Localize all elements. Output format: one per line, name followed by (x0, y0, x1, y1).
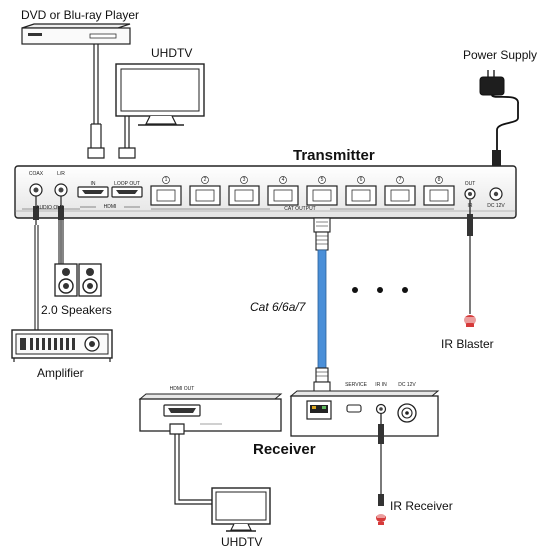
audio-cables (33, 196, 64, 330)
receiver-label: Receiver (253, 441, 316, 458)
power-supply-icon (479, 70, 519, 166)
tx-loop-out-label: LOOP OUT (114, 181, 140, 187)
tx-ir-label: IR (467, 203, 473, 209)
tx-hdmi-in-label: IN (90, 181, 96, 187)
more-receivers-dots (352, 287, 408, 293)
tx-port-number: 4 (281, 177, 285, 183)
ir-receiver-icon (376, 414, 386, 525)
rx-hdmi-out-label: HDMI OUT (169, 386, 195, 392)
tx-port-number: 5 (320, 177, 324, 183)
ir-blaster-icon (464, 200, 476, 327)
tx-dc-label: DC 12V (487, 203, 505, 209)
receiver-hdmi-cable (169, 423, 212, 505)
tx-port-number: 1 (164, 177, 168, 183)
dvd-player-icon (21, 23, 131, 45)
tx-port-number: 7 (398, 177, 402, 183)
amplifier-icon (11, 329, 113, 362)
tx-audio-out-label: AUDIO OUT (36, 205, 64, 211)
uhdtv-bottom-icon (211, 487, 271, 532)
ir-blaster-label: IR Blaster (441, 337, 494, 351)
speakers-label: 2.0 Speakers (41, 303, 112, 317)
dvd-player-label: DVD or Blu-ray Player (21, 8, 140, 22)
uhdtv-top-icon (115, 63, 205, 126)
ir-receiver-label: IR Receiver (390, 499, 453, 513)
tx-coax-label: COAX (28, 171, 44, 177)
amplifier-label: Amplifier (37, 366, 84, 380)
cat-output-ports (150, 176, 455, 210)
power-supply-label: Power Supply (463, 48, 538, 62)
rx-ir-in-label: IR IN (375, 382, 387, 388)
tx-port-number: 3 (242, 177, 246, 183)
uhdtv-hdmi-cable (118, 116, 136, 159)
transmitter-device (14, 165, 517, 219)
transmitter-label: Transmitter (293, 147, 375, 164)
uhdtv-bottom-label: UHDTV (221, 535, 263, 549)
uhdtv-top-label: UHDTV (151, 46, 193, 60)
tx-port-number: 2 (203, 177, 207, 183)
tx-lr-label: L/R (57, 171, 65, 177)
tx-port-number: 6 (359, 177, 363, 183)
rx-dc-label: DC 12V (398, 382, 416, 388)
dvd-hdmi-cable (87, 44, 105, 159)
speakers-icon (54, 263, 102, 297)
tx-cat-output-label: CAT OUTPUT (284, 206, 316, 212)
rx-service-label: SERVICE (345, 382, 367, 388)
tx-port-number: 8 (437, 177, 441, 183)
tx-ir-out-label: OUT (464, 181, 476, 187)
receiver-device (289, 390, 440, 437)
tx-hdmi-label: HDMI (103, 204, 117, 210)
cable-label: Cat 6/6a/7 (250, 300, 306, 314)
cat-cable (313, 217, 331, 397)
receiver-hdmi-unit (138, 393, 283, 432)
